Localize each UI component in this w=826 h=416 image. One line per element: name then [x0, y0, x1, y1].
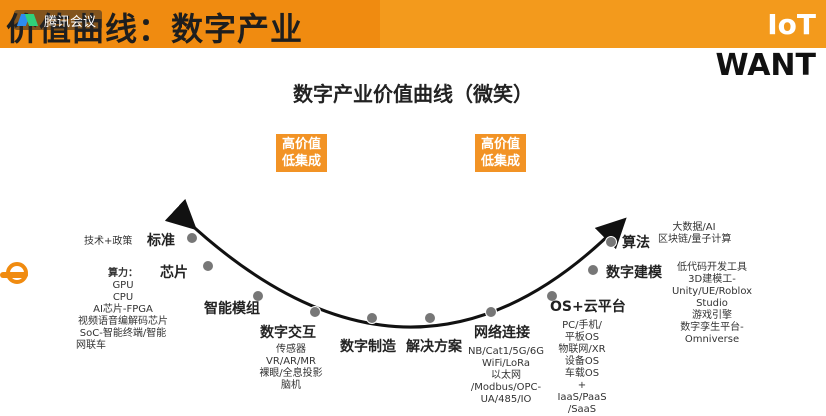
brand-logo-top: IoT — [767, 8, 816, 41]
note-line: + — [577, 380, 587, 391]
note-line: 算力： — [108, 268, 138, 279]
stage-label-modeling: 数字建模 — [606, 265, 662, 281]
meeting-badge-label: 腾讯会议 — [44, 14, 97, 30]
stage-label-smart-module: 智能模组 — [204, 301, 260, 317]
stage-label-os-cloud: OS+云平台 — [550, 299, 626, 315]
high-value-badge-left: 高价值 低集成 — [276, 134, 328, 172]
brand-logo-bottom: WANT — [715, 48, 816, 83]
stage-label-algorithm: 算法 — [622, 235, 650, 251]
note-line: CPU — [112, 292, 134, 303]
stage-label-digital-interaction: 数字交互 — [260, 325, 316, 341]
badge-line: 低集成 — [481, 154, 521, 169]
stage-dot — [309, 306, 321, 318]
note-line: GPU — [112, 280, 134, 291]
stage-dot — [485, 306, 497, 318]
decorative-bar — [0, 272, 28, 278]
stage-label-network: 网络连接 — [474, 325, 530, 341]
curve-path — [164, 198, 627, 329]
chart-title: 数字产业价值曲线（微笑） — [293, 82, 533, 106]
note-chip: 算力： GPU CPU AI芯片-FPGA 视频语音编解码芯片 SoC-智能终端… — [68, 268, 178, 352]
note-line: 平板OS — [564, 332, 600, 343]
note-line: 3D建模工- — [688, 274, 736, 285]
badge-line: 高价值 — [282, 137, 322, 152]
note-line: 游戏引擎 — [692, 310, 732, 321]
note-line: 区块链/量子计算 — [658, 234, 732, 245]
stage-label-digital-manufacturing: 数字制造 — [340, 339, 396, 355]
note-line: 以太网 — [491, 370, 521, 381]
meeting-badge[interactable]: 腾讯会议 — [14, 10, 103, 30]
stage-dot — [202, 260, 214, 272]
note-algorithm: 大数据/AI 区块链/量子计算 — [658, 222, 732, 246]
note-line: 裸眼/全息投影 — [259, 368, 323, 379]
note-line: NB/Cat1/5G/6G — [467, 346, 545, 357]
note-line: 网联车 — [76, 340, 106, 351]
stage-label-standard: 标准 — [147, 233, 175, 249]
note-line: 设备OS — [564, 356, 600, 367]
stage-dot — [546, 290, 558, 302]
stage-dot — [605, 236, 617, 248]
note-line: 脑机 — [281, 380, 301, 391]
note-line: Omniverse — [684, 334, 740, 345]
note-line: 车载OS — [564, 368, 600, 379]
note-line: IaaS/PaaS — [557, 392, 607, 403]
note-interaction: 传感器 VR/AR/MR 裸眼/全息投影 脑机 — [256, 344, 326, 392]
stage-label-chip: 芯片 — [160, 265, 188, 281]
note-line: /Modbus/OPC- — [470, 382, 542, 393]
badge-line: 低集成 — [282, 154, 322, 169]
stage-label-solutions: 解决方案 — [406, 339, 462, 355]
note-line: Studio — [696, 298, 728, 309]
note-line: 传感器 — [276, 344, 306, 355]
smile-curve — [164, 198, 627, 329]
note-line: PC/手机/ — [562, 320, 602, 331]
note-network: NB/Cat1/5G/6G WiFi/LoRa 以太网 /Modbus/OPC-… — [466, 346, 546, 406]
note-line: VR/AR/MR — [266, 356, 316, 367]
note-standard: 技术+政策 — [84, 236, 132, 248]
stage-dot — [366, 312, 378, 324]
stage-dot — [587, 264, 599, 276]
note-line: Unity/UE/Roblox — [671, 286, 753, 297]
note-line: WiFi/LoRa — [482, 358, 530, 369]
high-value-badge-right: 高价值 低集成 — [475, 134, 527, 172]
note-line: UA/485/IO — [480, 394, 532, 405]
note-line: 低代码开发工具 — [677, 262, 747, 273]
note-modeling: 低代码开发工具 3D建模工- Unity/UE/Roblox Studio 游戏… — [664, 262, 760, 346]
stage-dot — [424, 312, 436, 324]
note-line: 技术+政策 — [84, 236, 133, 247]
note-line: SoC-智能终端/智能 — [79, 328, 167, 339]
note-line: 视频语音编解码芯片 — [78, 316, 168, 327]
note-line: 数字孪生平台- — [680, 322, 744, 333]
stage-dot — [186, 232, 198, 244]
badge-line: 高价值 — [481, 137, 521, 152]
note-line: AI芯片-FPGA — [93, 304, 153, 315]
note-line: 大数据/AI — [672, 222, 716, 233]
note-os-cloud: PC/手机/ 平板OS 物联网/XR 设备OS 车载OS + IaaS/PaaS… — [552, 320, 612, 416]
stage-dot — [252, 290, 264, 302]
note-line: 物联网/XR — [558, 344, 606, 355]
